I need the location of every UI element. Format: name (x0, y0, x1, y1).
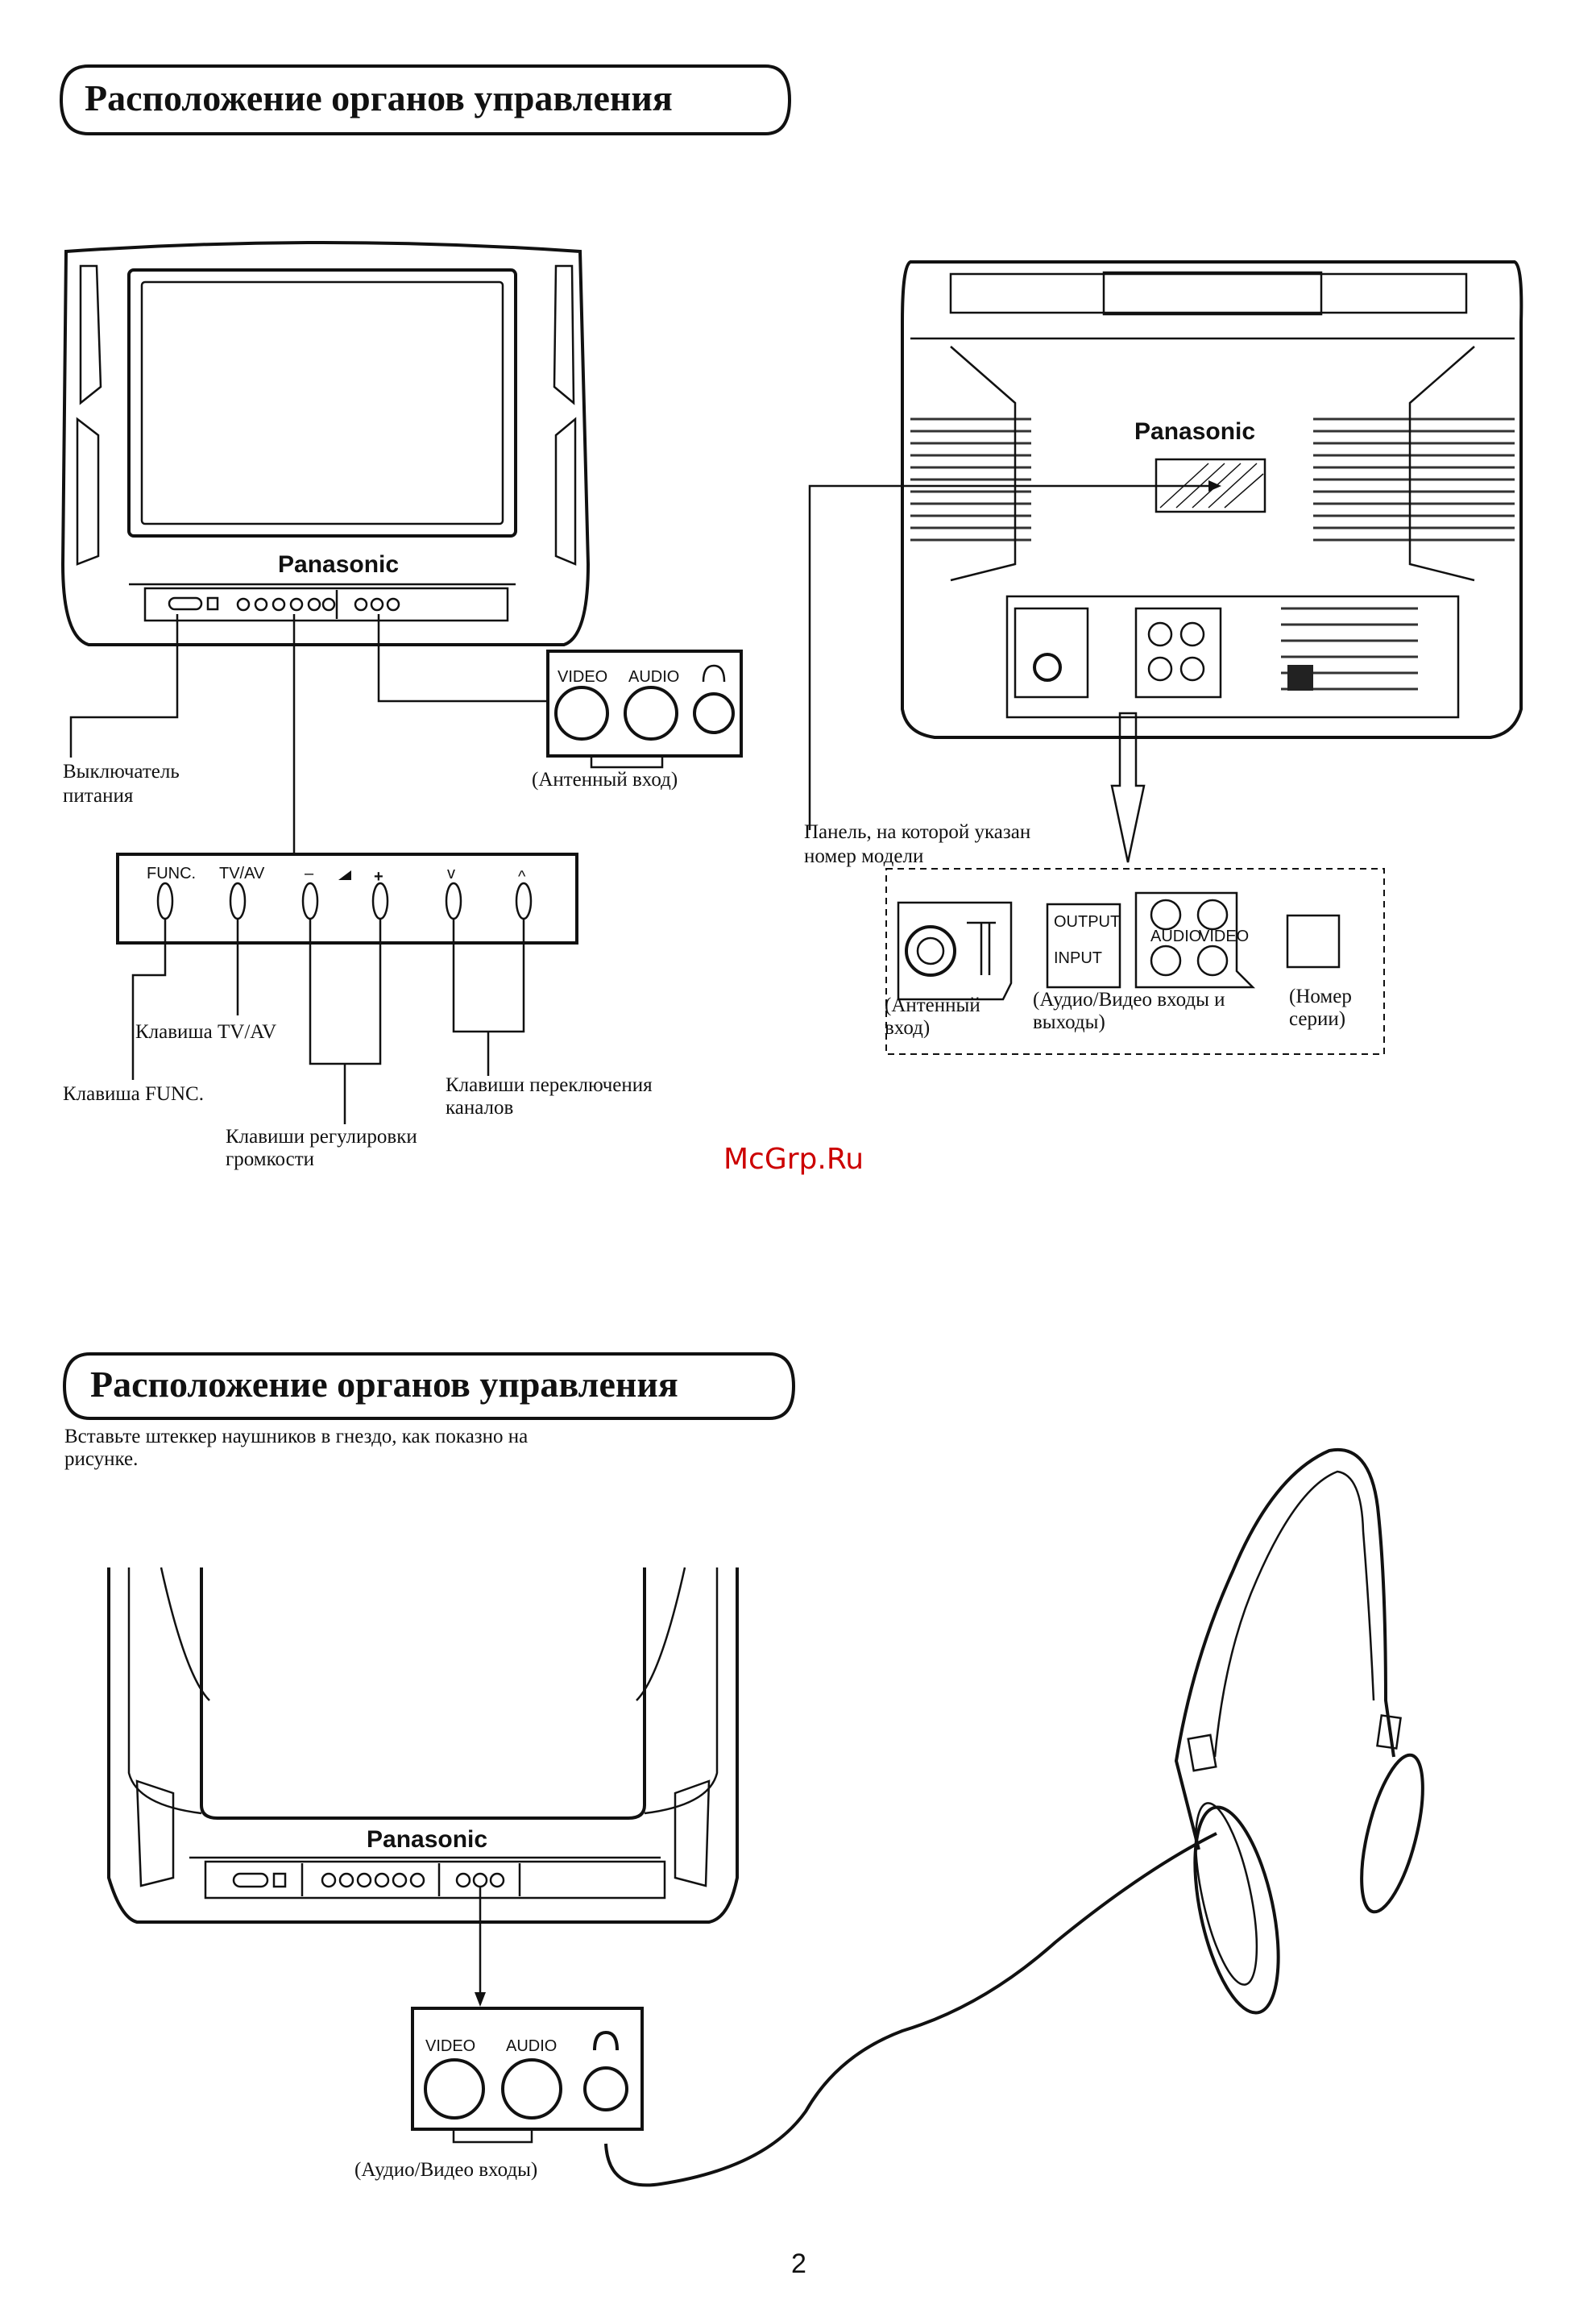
func-key-label: Клавиша FUNC. (63, 1083, 204, 1105)
button-vol-minus (301, 882, 319, 920)
tv2-jack-audio-label: AUDIO (506, 2037, 557, 2055)
front-jack-row (354, 597, 400, 612)
channel-keys-label-2: каналов (446, 1097, 513, 1119)
volume-keys-label-1: Клавиши регулировки (226, 1126, 417, 1148)
rear-video-label: VIDEO (1199, 928, 1249, 945)
output-label: OUTPUT (1054, 913, 1120, 931)
front-tv-illustration: Panasonic (60, 241, 591, 646)
section1-title: Расположение органов управления (85, 77, 673, 118)
button-tvav-label: TV/AV (219, 865, 265, 882)
input-label: INPUT (1054, 949, 1102, 967)
tv2-brand: Panasonic (367, 1826, 487, 1853)
jack-video-label: VIDEO (558, 668, 607, 686)
rear-panel-detail: OUTPUT INPUT AUDIO VIDEO (Антенный вход)… (885, 868, 1385, 1055)
watermark: McGrp.Ru (723, 1143, 864, 1176)
rear-av-sockets (1134, 607, 1222, 699)
headphone-jack (693, 692, 735, 734)
tv2-jack-video-label: VIDEO (425, 2037, 475, 2055)
rear-av-caption-2: выходы) (1033, 1011, 1105, 1033)
rear-serial-caption-2: серии) (1289, 1008, 1345, 1030)
rear-audio-label: AUDIO (1150, 928, 1201, 945)
section1-leader-lines (69, 614, 548, 854)
button-leader-lines (131, 919, 525, 1124)
tv-illustration-2: Panasonic (107, 1567, 739, 1924)
button-down-label: v (447, 865, 455, 882)
button-func-label: FUNC. (147, 865, 196, 882)
tv2-jack-row (455, 1872, 505, 1888)
model-number-plate (1155, 458, 1266, 513)
power-switch-label-1: Выключатель (63, 761, 180, 783)
rear-antenna-socket (1014, 607, 1089, 699)
model-panel-leader (808, 480, 1221, 830)
rear-serial-caption-1: (Номер (1289, 986, 1352, 1007)
button-func (156, 882, 174, 920)
button-plus-label: + (374, 868, 383, 886)
section2-title-box: Расположение органов управления (62, 1352, 796, 1420)
page-number: 2 (791, 2248, 806, 2279)
rear-serial-plate (1287, 665, 1313, 691)
button-ch-down (445, 882, 462, 920)
headphone-icon (702, 664, 726, 683)
headphones-illustration (604, 1447, 1424, 2187)
power-switch (168, 596, 203, 611)
rear-av-caption-1: (Аудио/Видео входы и (1033, 989, 1225, 1011)
button-ch-up (515, 882, 533, 920)
front-tv-brand: Panasonic (278, 551, 399, 578)
rear-tv-brand: Panasonic (1134, 418, 1255, 445)
button-tvav (229, 882, 247, 920)
instruction-line-2: рисунке. (64, 1448, 138, 1470)
front-jack-callout: VIDEO AUDIO (Антенный вход) (532, 650, 743, 791)
button-vol-plus (371, 882, 389, 920)
front-button-panel: FUNC. TV/AV – + v ^ (116, 853, 578, 945)
rear-antenna-caption-1: (Антенный (885, 994, 980, 1016)
model-panel-label-2: номер модели (804, 845, 923, 867)
jack-audio-label: AUDIO (628, 668, 679, 686)
jack-callout-2: VIDEO AUDIO (Аудио/Видео входы) (354, 2007, 644, 2181)
audio-jack (624, 686, 678, 741)
video-jack (554, 686, 609, 741)
rear-tv-illustration: Panasonic (901, 260, 1523, 863)
power-switch-label-2: питания (63, 785, 134, 807)
av-inputs-caption: (Аудио/Видео входы) (354, 2159, 537, 2181)
front-button-row (236, 597, 336, 612)
volume-keys-label-2: громкости (226, 1148, 314, 1170)
tvav-key-label: Клавиша TV/AV (135, 1021, 276, 1043)
rear-antenna-caption-2: вход) (885, 1017, 930, 1039)
volume-wedge-icon (338, 870, 351, 880)
antenna-input-caption: (Антенный вход) (532, 769, 678, 791)
tv2-headphone-icon (593, 2030, 619, 2051)
section2-title: Расположение органов управления (90, 1364, 678, 1405)
instruction-line-1: Вставьте штеккер наушников в гнездо, как… (64, 1426, 528, 1447)
model-panel-label-1: Панель, на которой указан (804, 821, 1030, 843)
button-minus-label: – (305, 865, 314, 882)
button-up-label: ^ (518, 868, 526, 886)
section1-title-box: Расположение органов управления (59, 64, 792, 135)
tv2-button-row (321, 1872, 425, 1888)
channel-keys-label-1: Клавиши переключения (446, 1074, 653, 1096)
